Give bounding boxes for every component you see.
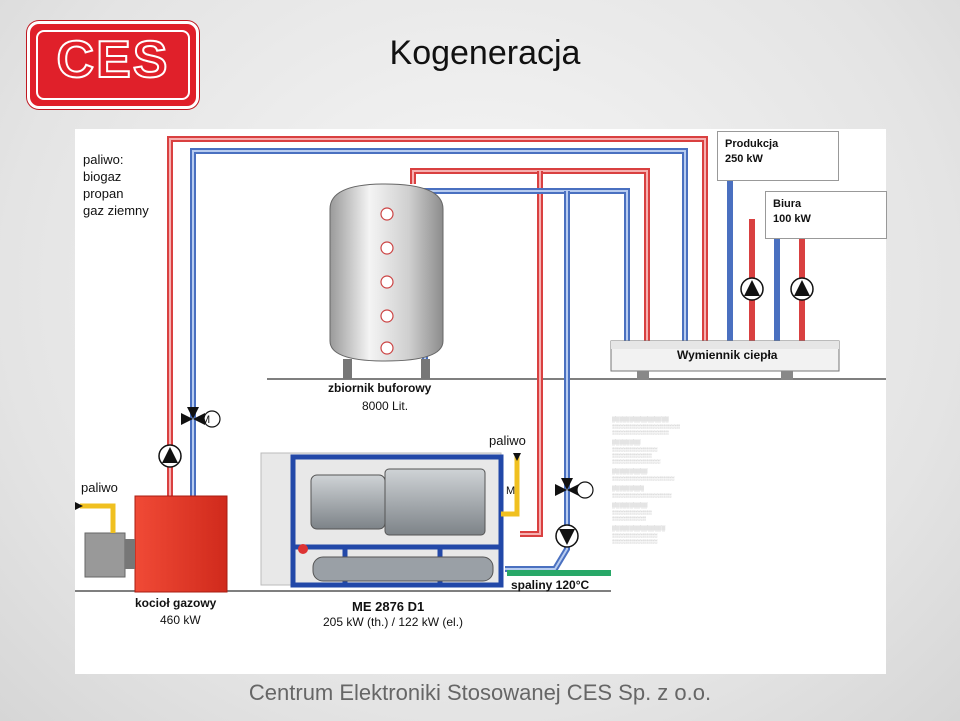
pump-production: [740, 277, 764, 301]
fuel-note: paliwo: biogaz propan gaz ziemny: [83, 151, 149, 219]
buffer-tank-capacity: 8000 Lit.: [362, 399, 409, 413]
offices-label: Biura: [773, 198, 802, 210]
valve-motor-label-left: M: [201, 414, 211, 426]
boiler-label: kocioł gazowy: [135, 596, 217, 610]
fuel-item: biogaz: [83, 169, 122, 184]
fuel-note-heading: paliwo:: [83, 152, 124, 167]
spec-line: ░░░░░░░░░░░░░░: [612, 510, 652, 515]
footer-company: Centrum Elektroniki Stosowanej CES Sp. z…: [248, 680, 712, 705]
production-box: Produkcja 250 kW: [717, 131, 839, 181]
inner-cold-pipe: [422, 188, 630, 369]
chp-hot-pipe: [520, 171, 543, 537]
logo-text: CES: [56, 30, 170, 90]
spec-line: ░░░░░░░░: [612, 440, 641, 446]
spec-line: ░░░░░░░░░░░░: [612, 516, 647, 521]
spec-line: ░░░░░░░░░░░░░░░░░░░░░░: [612, 476, 675, 481]
pump-boiler: [158, 444, 182, 468]
offices-box: Biura 100 kW: [765, 191, 887, 239]
spec-line: ░░░░░░░░░: [612, 486, 644, 492]
spec-line: ░░░░░░░░░░░░░░░░░░░░: [612, 430, 669, 435]
buffer-tank: [329, 183, 444, 379]
three-way-valve-chp: [555, 478, 594, 499]
spec-line: ░░░░░░░░░░░░░░░░░░░░░░░░: [612, 424, 681, 429]
cogeneration-diagram: paliwo: biogaz propan gaz ziemny Produkc…: [75, 129, 887, 674]
logo-border: [36, 30, 190, 100]
chp-model: ME 2876 D1: [352, 599, 425, 614]
gas-boiler: [75, 495, 228, 593]
diagram-svg: [75, 136, 886, 593]
spec-line: ░░░░░░░░░░░░░░░░░: [612, 459, 661, 464]
inner-hot-pipe: [410, 168, 650, 344]
fuel-item: propan: [83, 186, 124, 201]
heat-exchanger-label: Wymiennik ciepła: [677, 348, 778, 362]
chp-fuel-pipe: [501, 453, 520, 517]
chp-unit: [260, 452, 504, 588]
spec-line: ░░░░░░░░░░: [612, 503, 648, 509]
fuel-label-center: paliwo: [489, 433, 526, 448]
fuel-label-left: paliwo: [81, 480, 118, 495]
spec-line: ░░░░░░░░░░: [612, 469, 648, 475]
boiler-fuel-pipe: [80, 503, 116, 533]
spec-line: ░░░░░░░░░░░░░░░░: [612, 539, 658, 544]
production-value: 250 kW: [725, 153, 763, 165]
valve-motor-label-right: M: [506, 485, 516, 497]
spec-line: ░░░░░░░░░░░░░░: [612, 453, 652, 458]
heat-exchanger: [610, 340, 840, 380]
boiler-power: 460 kW: [160, 613, 201, 627]
chp-power: 205 kW (th.) / 122 kW (el.): [323, 615, 464, 629]
exhaust-label: spaliny 120°C: [511, 578, 590, 592]
spec-line: ░░░░░░░░░░░░░░░░: [612, 447, 658, 452]
ces-logo: CES: [27, 21, 199, 109]
fuel-item: gaz ziemny: [83, 203, 149, 218]
production-label: Produkcja: [725, 138, 779, 150]
spec-line: ░░░░░░░░░░░░░░░: [612, 526, 666, 532]
pump-chp: [555, 524, 579, 548]
offices-value: 100 kW: [773, 213, 811, 225]
pump-offices: [790, 277, 814, 301]
three-way-valve-boiler: [181, 407, 221, 428]
spec-sheet: ░░░░░░░░░░░░░░░░ ░░░░░░░░░░░░░░░░░░░░░░░…: [612, 413, 772, 545]
page-title: Kogeneracja: [389, 34, 581, 72]
spec-line: ░░░░░░░░░░░░░░░░: [612, 417, 669, 423]
spec-line: ░░░░░░░░░░░░░░░░: [612, 533, 658, 538]
spec-line: ░░░░░░░░░░░░░░░░░░░░░: [612, 493, 672, 498]
buffer-tank-label: zbiornik buforowy: [328, 381, 432, 395]
